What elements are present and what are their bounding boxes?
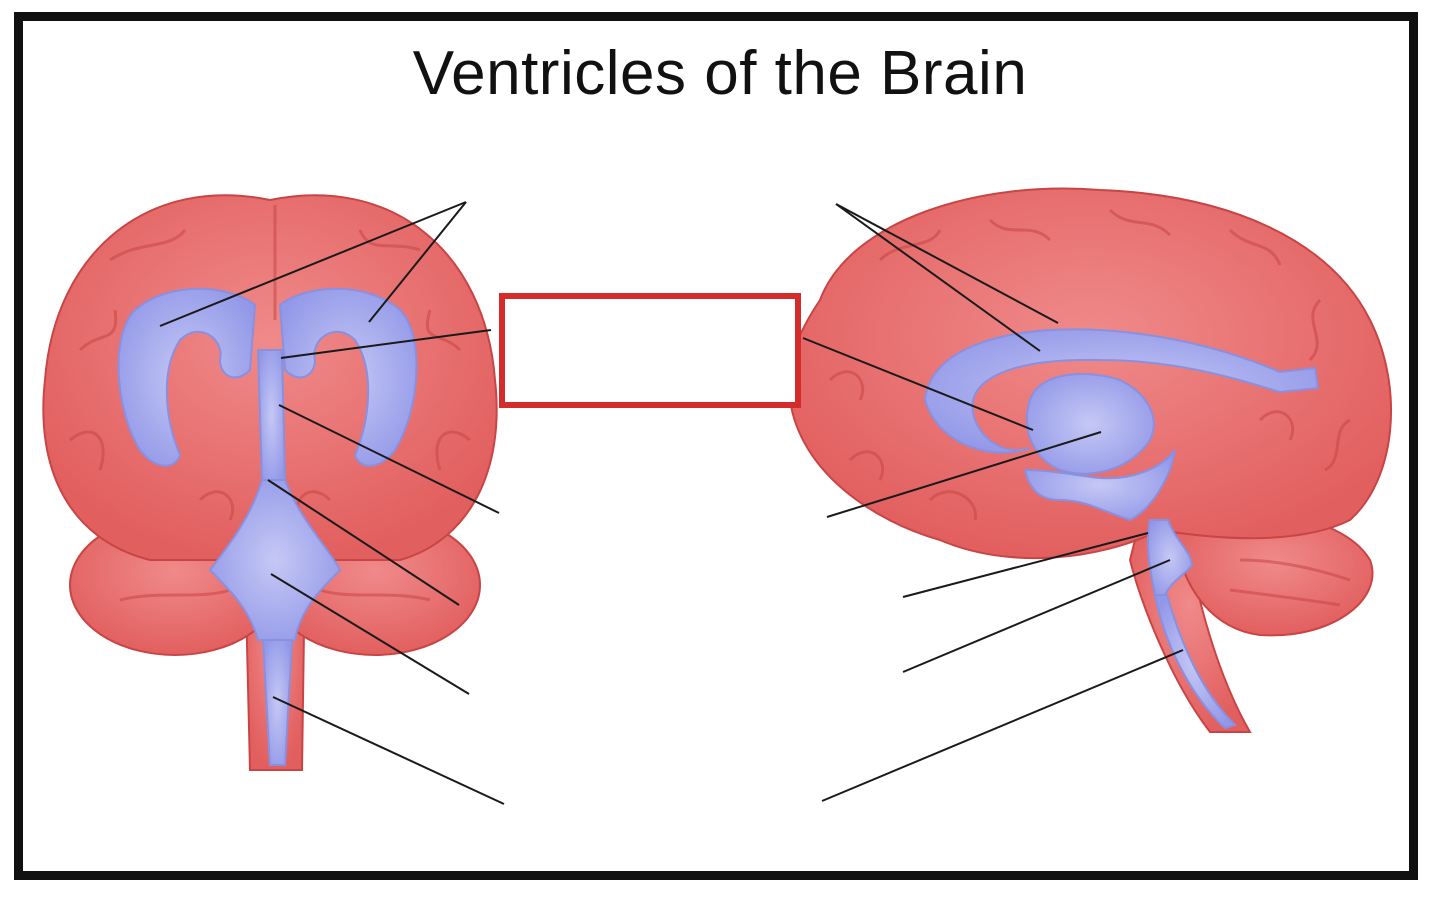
leader-line: [821, 649, 1184, 802]
leader-line: [826, 431, 1102, 518]
lateral-ventricle-lateral-view: [923, 328, 1320, 454]
leader-line: [902, 532, 1149, 598]
leader-line: [278, 404, 500, 514]
central-canal-lateral-view: [1153, 594, 1237, 730]
lateral-ventricle-left-anterior: [117, 287, 257, 467]
leader-line: [802, 337, 1034, 431]
temporal-horn-lateral-view: [1023, 449, 1176, 522]
leader-line: [267, 479, 460, 606]
leader-line: [835, 203, 1041, 352]
leader-line: [902, 559, 1171, 673]
fourth-ventricle-anterior: [208, 479, 342, 641]
leader-line: [159, 201, 467, 327]
leader-line: [280, 329, 492, 359]
ventricular-system-anterior: [117, 287, 418, 766]
central-canal-anterior: [261, 639, 294, 766]
answer-label-box[interactable]: [499, 293, 801, 408]
leader-line: [270, 573, 470, 695]
leader-lines: [159, 201, 1184, 805]
leader-line: [368, 201, 467, 323]
leader-line: [835, 203, 1059, 324]
diagram-title: Ventricles of the Brain: [412, 39, 1028, 108]
ventricular-system-lateral: [923, 328, 1320, 730]
gyri-lateral: [828, 208, 1351, 607]
third-ventricle-lateral-view: [1025, 373, 1155, 475]
brain-anterior-view: [42, 194, 498, 771]
gyri-anterior: [69, 205, 471, 602]
leader-line: [272, 696, 505, 805]
third-ventricle-anterior: [256, 349, 287, 481]
brain-lateral-view: [788, 187, 1392, 733]
fourth-ventricle-lateral-view: [1146, 519, 1194, 596]
lateral-ventricle-right-anterior: [278, 287, 418, 467]
